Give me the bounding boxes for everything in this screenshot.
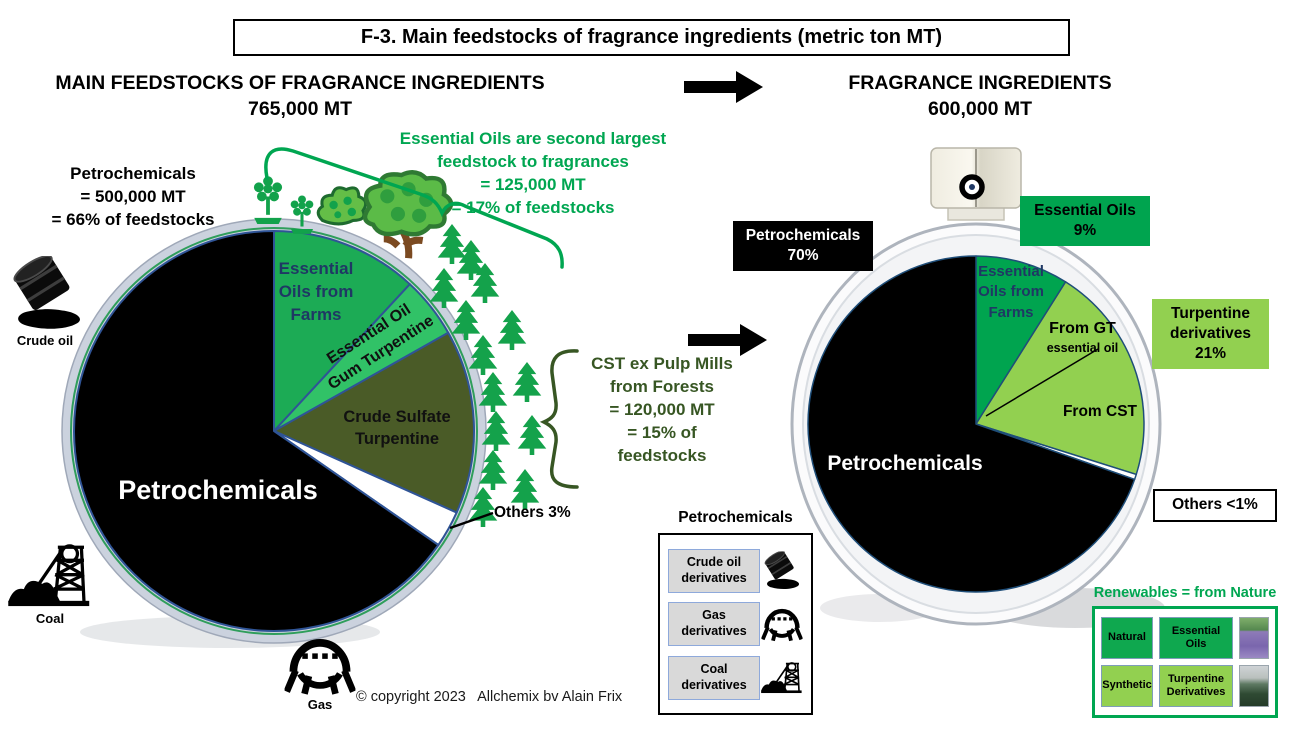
renewables-box: Natural Essential Oils Synthetic Turpent… — [1092, 606, 1278, 718]
others-box-right: Others <1% — [1153, 489, 1277, 522]
gas-icon — [282, 634, 358, 701]
pie-slice-turpentine-derivatives-21-from-gt-essential-oil-from-cst — [975, 281, 1145, 476]
crude-oil-icon — [6, 256, 88, 337]
top-arrow-icon — [684, 71, 763, 103]
legend-row-gas: Gas derivatives — [668, 602, 803, 646]
crude-oil-small-icon — [761, 551, 803, 591]
legend-row-coal: Coal derivatives — [668, 655, 803, 700]
right-pie — [807, 255, 1145, 593]
legend-cell-gas: Gas derivatives — [668, 602, 760, 646]
middle-arrow-icon — [688, 324, 767, 356]
petro-legend-box: Crude oil derivatives Gas derivatives Co… — [658, 533, 813, 715]
petro-legend-title: Petrochemicals — [678, 509, 793, 526]
pie-slice-petrochemicals-70 — [807, 255, 1136, 593]
essential-oils-brace — [264, 147, 564, 269]
legend-cell-crude-oil: Crude oil derivatives — [668, 548, 760, 593]
legend-cell-coal: Coal derivatives — [668, 655, 760, 700]
crude-oil-caption: Crude oil — [16, 333, 74, 348]
slice-label-from-gt: From GT — [1049, 320, 1116, 337]
others-pointer-line — [449, 511, 494, 530]
right-chart-total: 600,000 MT — [927, 98, 1033, 120]
cst-annotation: CST ex Pulp Mills from Forests = 120,000… — [591, 354, 733, 465]
petrochemicals-70-box: Petrochemicals 70% — [733, 221, 873, 272]
renewables-cell-turpentine-derivatives: Turpentine Derivatives — [1159, 665, 1233, 707]
gt-cst-divider-line — [985, 348, 1099, 417]
gas-small-icon — [761, 606, 803, 642]
renewables-title: Renewables = from Nature — [1093, 585, 1277, 601]
right-chart-heading: FRAGRANCE INGREDIENTS — [848, 72, 1112, 94]
cst-brace — [539, 349, 579, 489]
figure-title: F-3. Main feedstocks of fragrance ingred… — [233, 19, 1070, 56]
gas-caption: Gas — [307, 697, 333, 712]
essential-oils-9-box: Essential Oils 9% — [1020, 196, 1150, 247]
renewables-cell-natural: Natural — [1101, 617, 1153, 659]
legend-row-crude-oil: Crude oil derivatives — [668, 548, 803, 593]
pie-slice-essential-oils-from-farms-9 — [975, 255, 1067, 425]
forest-photo — [1239, 665, 1269, 707]
bottle-cap — [930, 147, 1022, 209]
coal-caption: Coal — [35, 611, 65, 626]
pie-slice-petrochemicals — [73, 230, 440, 632]
slice-label-from-cst: From CST — [1062, 403, 1138, 420]
slice-label-farms-right: Essential Oils from Farms — [978, 263, 1044, 321]
others-label-left: Others 3% — [494, 504, 571, 521]
essential-oils-annotation: Essential Oils are second largest feedst… — [399, 129, 667, 217]
slice-label-from-gt-sub: essential oil — [1046, 341, 1119, 355]
left-pie-green-ring — [70, 227, 478, 635]
slice-label-farms-left: Essential Oils from Farms — [278, 259, 354, 324]
left-chart-total: 765,000 MT — [247, 98, 353, 120]
copyright-text: © copyright 2023 Allchemix bv Alain Frix — [356, 689, 623, 705]
left-chart-heading: MAIN FEEDSTOCKS OF FRAGRANCE INGREDIENTS — [55, 72, 545, 94]
petrochemicals-annotation: Petrochemicals = 500,000 MT = 66% of fee… — [51, 164, 215, 229]
pie-slice-essential-oils-from-farms — [273, 230, 411, 432]
turpentine-21-box: Turpentine derivatives 21% — [1152, 299, 1269, 370]
left-pie — [73, 230, 475, 632]
pie-slice-crude-sulfate-turpentine — [273, 331, 475, 514]
slice-label-petrochemicals-left: Petrochemicals — [118, 475, 318, 505]
coal-icon — [8, 542, 92, 615]
slice-label-petrochemicals-right: Petrochemicals — [827, 452, 983, 475]
renewables-cell-synthetic: Synthetic — [1101, 665, 1153, 707]
slice-label-cst-left: Crude Sulfate Turpentine — [343, 408, 451, 449]
renewables-cell-essential-oils: Essential Oils — [1159, 617, 1233, 659]
lavender-field-photo — [1239, 617, 1269, 659]
coal-small-icon — [761, 661, 803, 695]
